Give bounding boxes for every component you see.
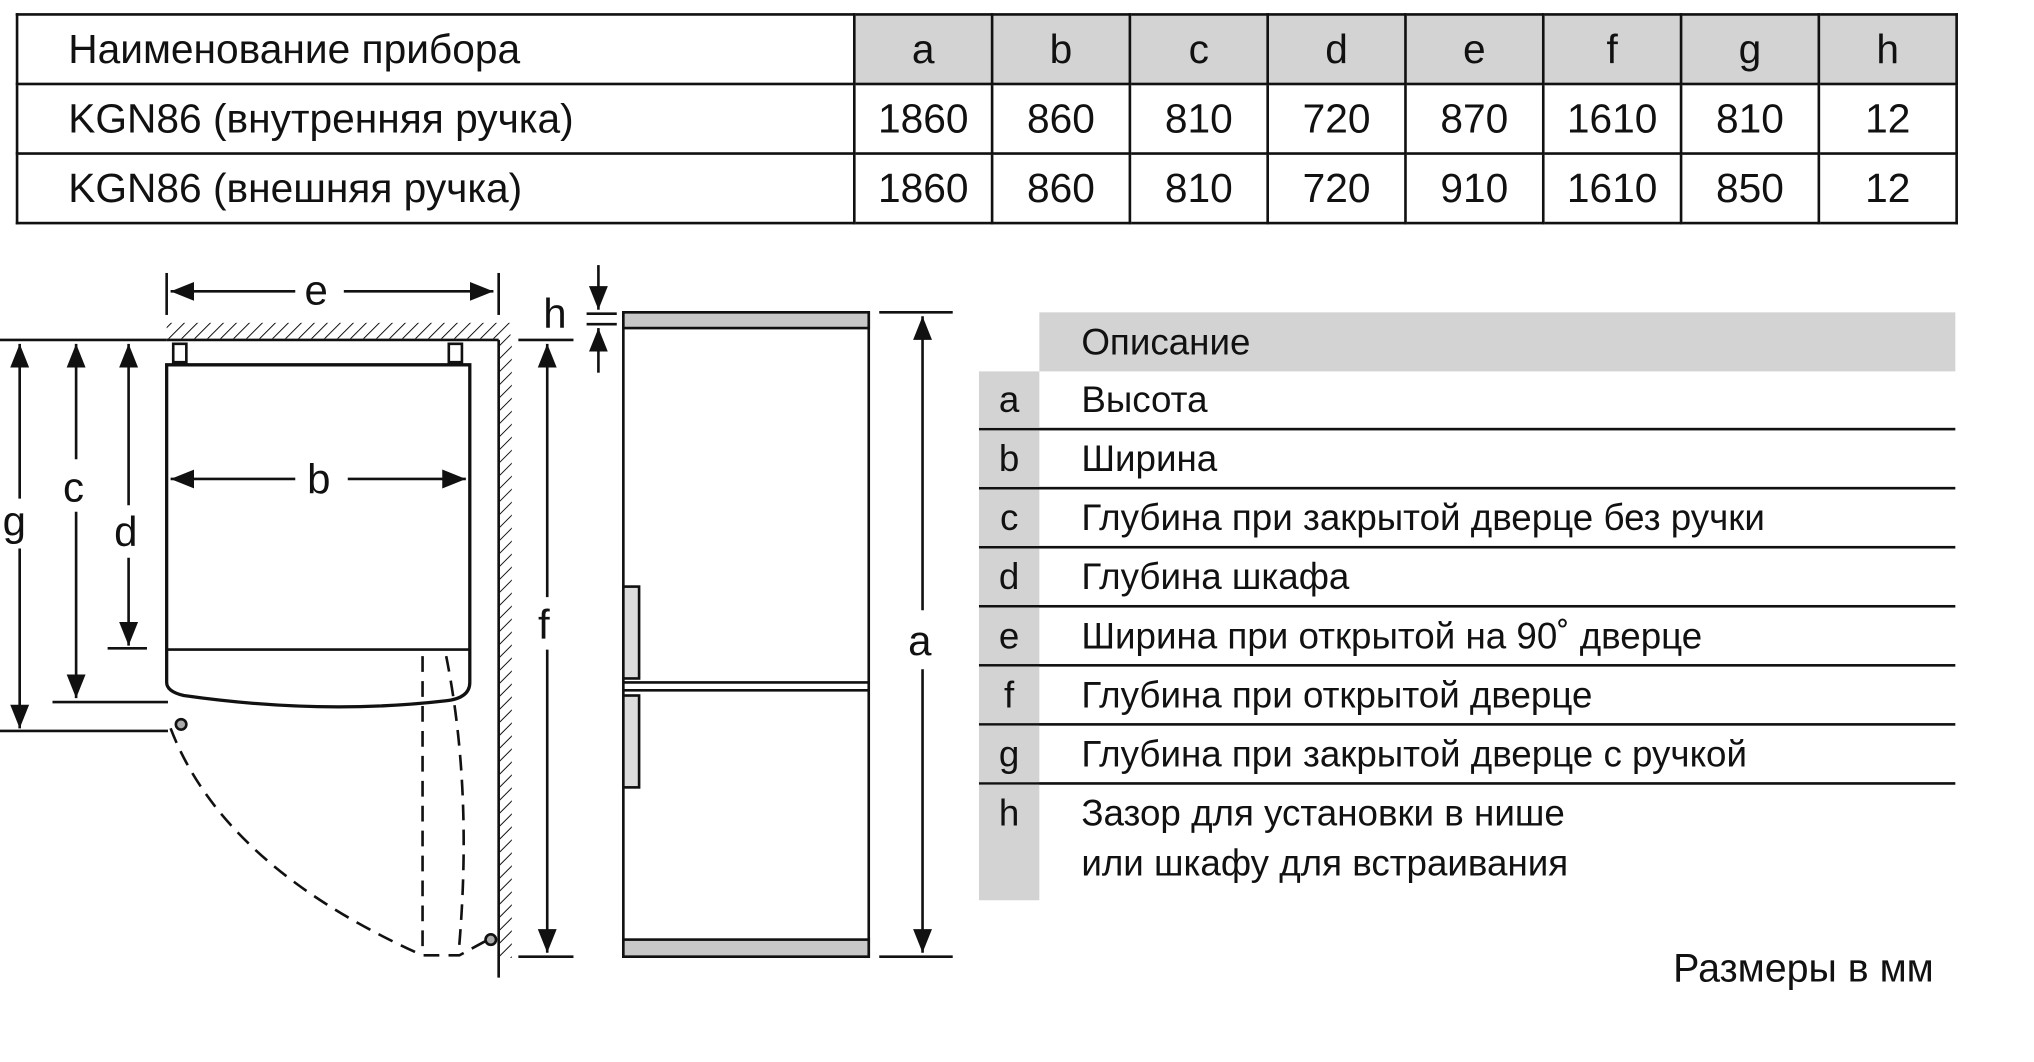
label-c: c: [63, 463, 84, 510]
cell: 910: [1404, 152, 1545, 225]
table-row: KGN86 (внутренняя ручка) 1860 860 810 72…: [15, 82, 1958, 155]
label-a: a: [908, 617, 932, 664]
legend-row: g Глубина при закрытой дверце с ручкой: [978, 725, 1956, 785]
legend-text: Глубина при закрытой дверце без ручки: [1081, 497, 1765, 539]
legend-text: Глубина шкафа: [1081, 556, 1350, 598]
cell: 810: [1679, 82, 1821, 155]
cell: 720: [1266, 152, 1407, 225]
legend-text-line2: или шкафу для встраивания: [1081, 842, 1569, 884]
label-g: g: [3, 497, 26, 544]
legend-key: a: [978, 371, 1040, 428]
device-name: KGN86 (внешняя ручка): [15, 152, 856, 225]
legend-row: h Зазор для установки в нише или шкафу для…: [978, 784, 1955, 901]
label-b: b: [307, 455, 330, 502]
cell: 720: [1266, 82, 1407, 155]
header-col: f: [1541, 13, 1683, 86]
legend-text: Глубина при закрытой дверце с ручкой: [1081, 733, 1748, 775]
header-col: a: [852, 13, 994, 86]
legend-key: c: [978, 489, 1040, 546]
cell: 1610: [1541, 152, 1683, 225]
cell: 12: [1817, 82, 1958, 155]
legend-text: Зазор для установки в нише: [1081, 792, 1565, 834]
units-note: Размеры в мм: [1673, 947, 1934, 991]
fridge-dimension-drawing: e b g c d f h a: [0, 265, 953, 978]
label-d: d: [114, 508, 137, 555]
cell: 860: [990, 82, 1132, 155]
legend-key: b: [978, 430, 1040, 487]
legend-text: Ширина: [1081, 438, 1218, 479]
legend-row: f Глубина при открытой дверце: [978, 666, 1956, 726]
header-col: b: [990, 13, 1132, 86]
cell: 860: [990, 152, 1132, 225]
legend-key: g: [978, 725, 1040, 783]
header-col: e: [1404, 13, 1545, 86]
table-header-row: Наименование прибора a b c d e f g h: [15, 13, 1958, 86]
cell: 850: [1679, 152, 1821, 225]
legend-text: Глубина при открытой дверце: [1081, 674, 1593, 716]
legend-key: d: [978, 548, 1040, 605]
legend-key: e: [978, 607, 1040, 665]
legend-row: d Глубина шкафа: [978, 548, 1956, 608]
label-f: f: [538, 601, 550, 648]
legend-text: Ширина при открытой на 90˚ дверце: [1081, 615, 1703, 657]
legend-row: b Ширина: [978, 430, 1956, 490]
wall-hatch-side: [498, 338, 512, 958]
cell: 1860: [852, 82, 994, 155]
legend-text: Высота: [1081, 379, 1208, 420]
legend-row: a Высота: [978, 371, 1956, 431]
header-device-name: Наименование прибора: [15, 13, 856, 86]
label-h: h: [543, 290, 566, 337]
header-col: c: [1128, 13, 1269, 86]
table-row: KGN86 (внешняя ручка) 1860 860 810 720 9…: [15, 152, 1958, 225]
cell: 12: [1817, 152, 1958, 225]
header-col: d: [1266, 13, 1407, 86]
legend-key: f: [978, 666, 1040, 724]
cell: 1610: [1541, 82, 1683, 155]
dimensions-table: Наименование прибора a b c d e f g h KGN…: [15, 13, 1958, 225]
cell: 810: [1128, 82, 1269, 155]
legend-row: e Ширина при открытой на 90˚ дверце: [978, 607, 1956, 667]
device-name: KGN86 (внутренняя ручка): [15, 82, 856, 155]
header-col: h: [1817, 13, 1958, 86]
label-e: e: [304, 266, 327, 313]
header-col: g: [1679, 13, 1821, 86]
cell: 870: [1404, 82, 1545, 155]
cell: 810: [1128, 152, 1269, 225]
legend-key: h: [978, 784, 1040, 901]
cell: 1860: [852, 152, 994, 225]
legend-row: c Глубина при закрытой дверце без ручки: [978, 489, 1956, 549]
legend-title: Описание: [1039, 312, 1956, 372]
wall-hatch-top: [166, 322, 511, 339]
